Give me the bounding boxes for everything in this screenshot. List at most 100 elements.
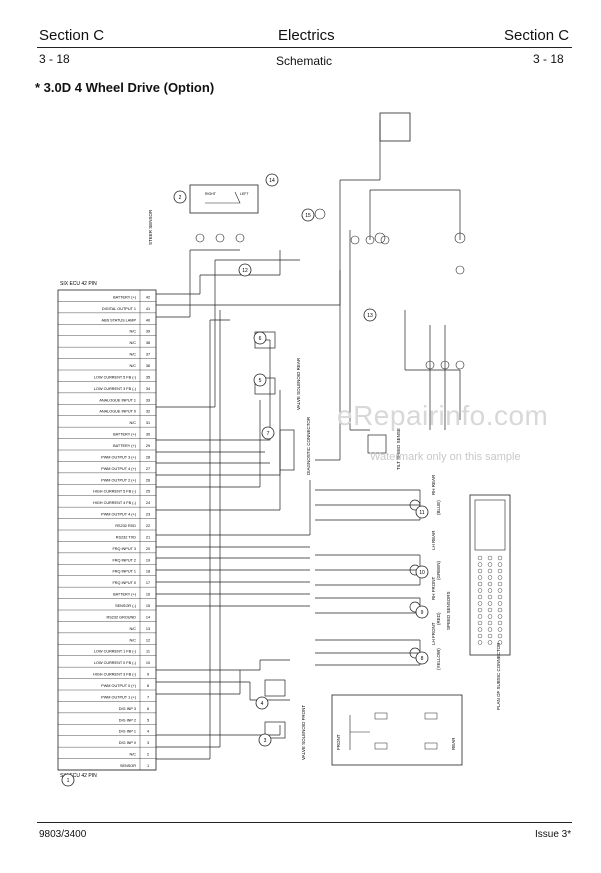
ecu-pin-row: N/C 2 — [58, 747, 156, 759]
ecu-pin-number: 9 — [147, 673, 149, 677]
ecu-pin-label: RS232 TXD — [116, 535, 136, 539]
connector-pin — [477, 594, 483, 600]
ecu-pin-label: BATTERY (+) — [113, 433, 137, 437]
footer-rule — [37, 822, 572, 823]
ecu-pin-row: LOW CURRENT 3 FB (-)34 — [58, 381, 156, 394]
callout-circle — [415, 565, 429, 579]
connector-pin — [477, 588, 483, 593]
ecu-pin-row: BATTERY (+) 42 — [58, 290, 156, 302]
ecu-pin-label: FRQ INPUT 1 — [112, 570, 136, 574]
ecu-pin-row: SENSOR (-)15 — [58, 598, 156, 611]
callout-number: 6 — [259, 336, 262, 342]
ecu-pin-label: DIG INP 2 — [119, 718, 136, 722]
connector-pin — [477, 620, 483, 626]
subsic-connector-plan: PLAN OF SUBSIC CONNECTOR — [469, 494, 511, 710]
ecu-pin-row: PWM OUTPUT 4 (+)23 — [58, 507, 156, 519]
connector-pin — [497, 633, 503, 639]
ecu-pin-label: N/C — [129, 627, 136, 631]
ecu-pin-number: 16 — [146, 593, 150, 597]
ecu-pin-number: 20 — [146, 547, 150, 551]
ecu-pin-label: LOW CURRENT 5 FB (-) — [94, 375, 137, 379]
ecu-pin-number: 2 — [147, 753, 149, 757]
ecu-pin-row: HIGH CURRENT 3 FB (-)9 — [58, 667, 156, 679]
callout-number: 13 — [367, 313, 373, 319]
doc-number: 9803/3400 — [39, 829, 87, 840]
ecu-pin-row: PWM OUTPUT 2 (+)26 — [58, 472, 156, 485]
page-number-left: 3 - 18 — [39, 52, 70, 66]
ecu-pin-label: RS232 RXD — [115, 524, 136, 528]
connector-pin — [487, 633, 493, 639]
connector-pin — [497, 627, 503, 632]
ecu-pin-label: LOW CURRENT 3 FB (-) — [94, 387, 137, 391]
ecu-label-bottom: SIX ECU 42 PIN — [60, 773, 97, 779]
watermark-subtext: Watermark only on this sample — [370, 451, 521, 463]
ecu-pin-label: BATTERY (+) — [113, 295, 137, 299]
ecu-pin-row: LOW CURRENT 5 FB (-)35 — [58, 370, 156, 382]
ecu-pin-label: ABS STATUS LAMP — [102, 318, 137, 322]
callout-circle — [301, 208, 315, 222]
connector-pin — [497, 581, 503, 587]
ecu-pin-label: LOW CURRENT 0 FB (-) — [94, 661, 137, 665]
callout-number: 2 — [179, 195, 182, 201]
ecu-pin-label: RS232 GROUND — [106, 615, 136, 619]
connector-pin — [487, 594, 493, 600]
connector-pin — [497, 575, 503, 580]
connector-pin — [477, 568, 483, 574]
ecu-label-top: SIX ECU 42 PIN — [60, 281, 97, 287]
lh-front-label: LH FRONT — [431, 622, 436, 645]
ecu-pin-number: 40 — [146, 318, 150, 322]
callout-number: 9 — [421, 610, 424, 616]
ecu-pin-label: FRQ INPUT 2 — [112, 558, 136, 562]
ecu-pin-label: HIGH CURRENT 5 FB (-) — [93, 490, 137, 494]
ecu-pin-label: N/C — [129, 753, 136, 757]
connector-pin — [487, 562, 493, 567]
ecu-pin-row: PWM OUTPUT 1 (+)7 — [58, 690, 156, 702]
connector-pin — [497, 555, 503, 561]
ecu-pin-number: 41 — [146, 307, 150, 311]
ecu-pin-row: DIG INP 1 4 — [58, 724, 156, 736]
ecu-pin-label: PWM OUTPUT 4 (+) — [101, 513, 137, 517]
ecu-pin-number: 8 — [147, 684, 149, 688]
callout-circle — [265, 173, 279, 187]
callout-circle — [253, 373, 267, 387]
ecu-pin-number: 14 — [146, 615, 150, 619]
ecu-pin-number: 42 — [146, 295, 150, 299]
front-label: FRONT — [336, 734, 341, 750]
wiring-schematic: SIX ECU 42 PIN SIX ECU 42 PIN BATTERY (+… — [57, 112, 511, 787]
callout-circle — [363, 308, 377, 322]
issue-number: Issue 3* — [535, 829, 572, 840]
ecu-pin-row: ABS STATUS LAMP 40 — [58, 312, 156, 325]
ecu-pin-label: BATTERY (+) — [113, 593, 137, 597]
steer-sensor: STEER SENSOR RIGHT LEFT — [148, 184, 259, 245]
ecu-pin-number: 28 — [146, 455, 150, 459]
connector-pin — [497, 568, 503, 574]
connector-pin — [477, 581, 483, 587]
callout-circle — [253, 331, 267, 345]
ecu-pin-number: 32 — [146, 410, 150, 414]
connector-pin — [487, 588, 493, 593]
ecu-pin-number: 11 — [146, 650, 150, 654]
ecu-pin-row: PWM OUTPUT 3 (+)28 — [58, 450, 156, 462]
connector-pin — [487, 575, 493, 580]
ecu-pin-number: 4 — [147, 730, 149, 734]
connector-pin — [497, 562, 503, 567]
ecu-pin-number: 38 — [146, 341, 150, 345]
ecu-pin-label: DIG INP 1 — [119, 730, 136, 734]
ecu-pin-number: 26 — [146, 478, 150, 482]
connector-pin — [487, 627, 493, 632]
connector-pin — [477, 607, 483, 613]
ecu-pin-row: HIGH CURRENT 4 FB (-)24 — [58, 495, 156, 508]
valve-rear-label: VALVE SOLENOID REAR — [296, 357, 301, 410]
connector-pin — [487, 568, 493, 574]
connector-pin — [487, 581, 493, 587]
